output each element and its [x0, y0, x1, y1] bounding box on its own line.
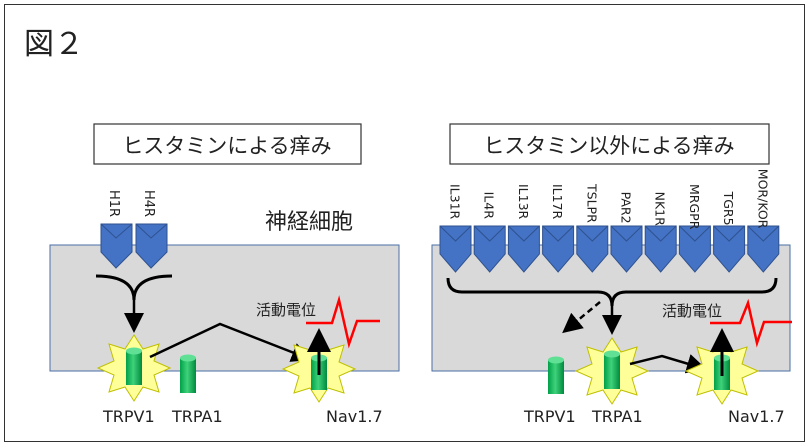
right-nav17-label: Nav1.7: [728, 407, 785, 426]
receptor-tslpr: TSLPR: [576, 183, 609, 273]
left-action-potential-label: 活動電位: [256, 301, 316, 319]
receptor-mrgpr: MRGPR: [678, 184, 711, 273]
left-cell-membrane: [49, 244, 400, 372]
receptor-label-mor-kor: MOR/KOR: [755, 169, 770, 229]
receptor-chevron-notch: [473, 225, 506, 242]
receptor-chevron-shape: [747, 225, 780, 273]
figure-label: 図２: [24, 27, 84, 62]
right-panel: ヒスタミン以外による痒み IL31R IL4R IL13R IL17R TSLPR PAR…: [431, 123, 792, 426]
right-dashed-arrow-trpv1: [562, 301, 601, 334]
receptor-chevron-notch: [542, 225, 574, 242]
receptor-il13r: IL13R: [507, 184, 540, 273]
right-action-potential-label: 活動電位: [662, 302, 722, 320]
right-receptor-row: IL31R IL4R IL13R IL17R TSLPR PAR2 NK1R MRGPR TGR…: [439, 169, 780, 273]
receptor-chevron-shape: [542, 225, 575, 273]
receptor-nk1r: NK1R: [644, 192, 677, 273]
left-trpa1-channel: [180, 354, 196, 393]
left-panel: ヒスタミンによる痒み 神経細胞 H1R H4R TRPV1 TR: [49, 123, 400, 426]
receptor-label-tslpr: TSLPR: [584, 183, 599, 223]
receptor-chevron-shape: [473, 225, 506, 273]
receptor-label-il4r: IL4R: [482, 192, 497, 220]
receptor-il31r: IL31R: [439, 184, 472, 273]
right-trpv1-label: TRPV1: [523, 407, 576, 426]
receptor-chevron-notch: [508, 225, 540, 242]
left-trpv1-channel: [96, 334, 172, 402]
receptor-chevron-notch: [644, 225, 677, 242]
receptor-chevron-notch: [576, 225, 609, 242]
receptor-label-il17r: IL17R: [550, 184, 565, 220]
receptor-label-il13r: IL13R: [516, 184, 531, 220]
receptor-chevron-notch: [610, 225, 643, 242]
receptor-chevron-notch: [439, 225, 472, 242]
receptor-chevron-shape: [644, 225, 677, 273]
left-trpv1-label: TRPV1: [102, 407, 155, 426]
figure-frame: [4, 4, 805, 442]
receptor-il4r: IL4R: [473, 192, 506, 273]
receptor-chevron-notch: [713, 225, 745, 242]
left-action-potential-trace: [306, 295, 380, 349]
right-title-box: [449, 123, 770, 165]
receptor-label-nk1r: NK1R: [653, 192, 668, 227]
receptor-chevron-notch: [747, 225, 780, 242]
left-title: ヒスタミンによる痒み: [122, 134, 331, 158]
receptor-chevron-shape: [507, 225, 540, 273]
right-trpa1-label: TRPA1: [591, 407, 643, 426]
right-signal-arrow: [629, 354, 707, 374]
receptor-il17r: IL17R: [542, 184, 575, 273]
left-signal-arrow: [149, 322, 312, 362]
receptor-chevron-notch: [679, 225, 711, 242]
receptor-chevron-shape: [713, 225, 746, 273]
receptor-h1r: H1R: [100, 190, 133, 269]
receptor-label-mrgpr: MRGPR: [687, 184, 702, 230]
receptor-mor-kor: MOR/KOR: [747, 169, 780, 273]
receptor-tgr5: TGR5: [713, 191, 746, 273]
right-action-potential-trace: [710, 298, 792, 348]
left-nav17-label: Nav1.7: [326, 407, 383, 426]
cell-label: 神経細胞: [265, 210, 353, 235]
receptor-h4r: H4R: [135, 190, 168, 269]
left-trpa1-label: TRPA1: [171, 407, 223, 426]
receptor-label-tgr5: TGR5: [721, 191, 736, 226]
receptor-chevron-shape: [439, 225, 472, 273]
right-trpa1-channel: [574, 337, 650, 405]
receptor-label-par2: PAR2: [619, 192, 634, 224]
receptor-chevron-shape: [678, 225, 711, 273]
receptor-chevron-shape: [610, 225, 643, 273]
right-trpv1-channel: [548, 356, 564, 394]
left-title-box: [93, 123, 362, 165]
receptor-label-il31r: IL31R: [448, 184, 463, 220]
right-title: ヒスタミン以外による痒み: [483, 134, 734, 158]
receptor-par2: PAR2: [610, 192, 643, 273]
receptor-label-h1r: H1R: [106, 190, 121, 217]
receptor-chevron-shape: [576, 225, 609, 273]
receptor-label-h4r: H4R: [141, 190, 156, 217]
